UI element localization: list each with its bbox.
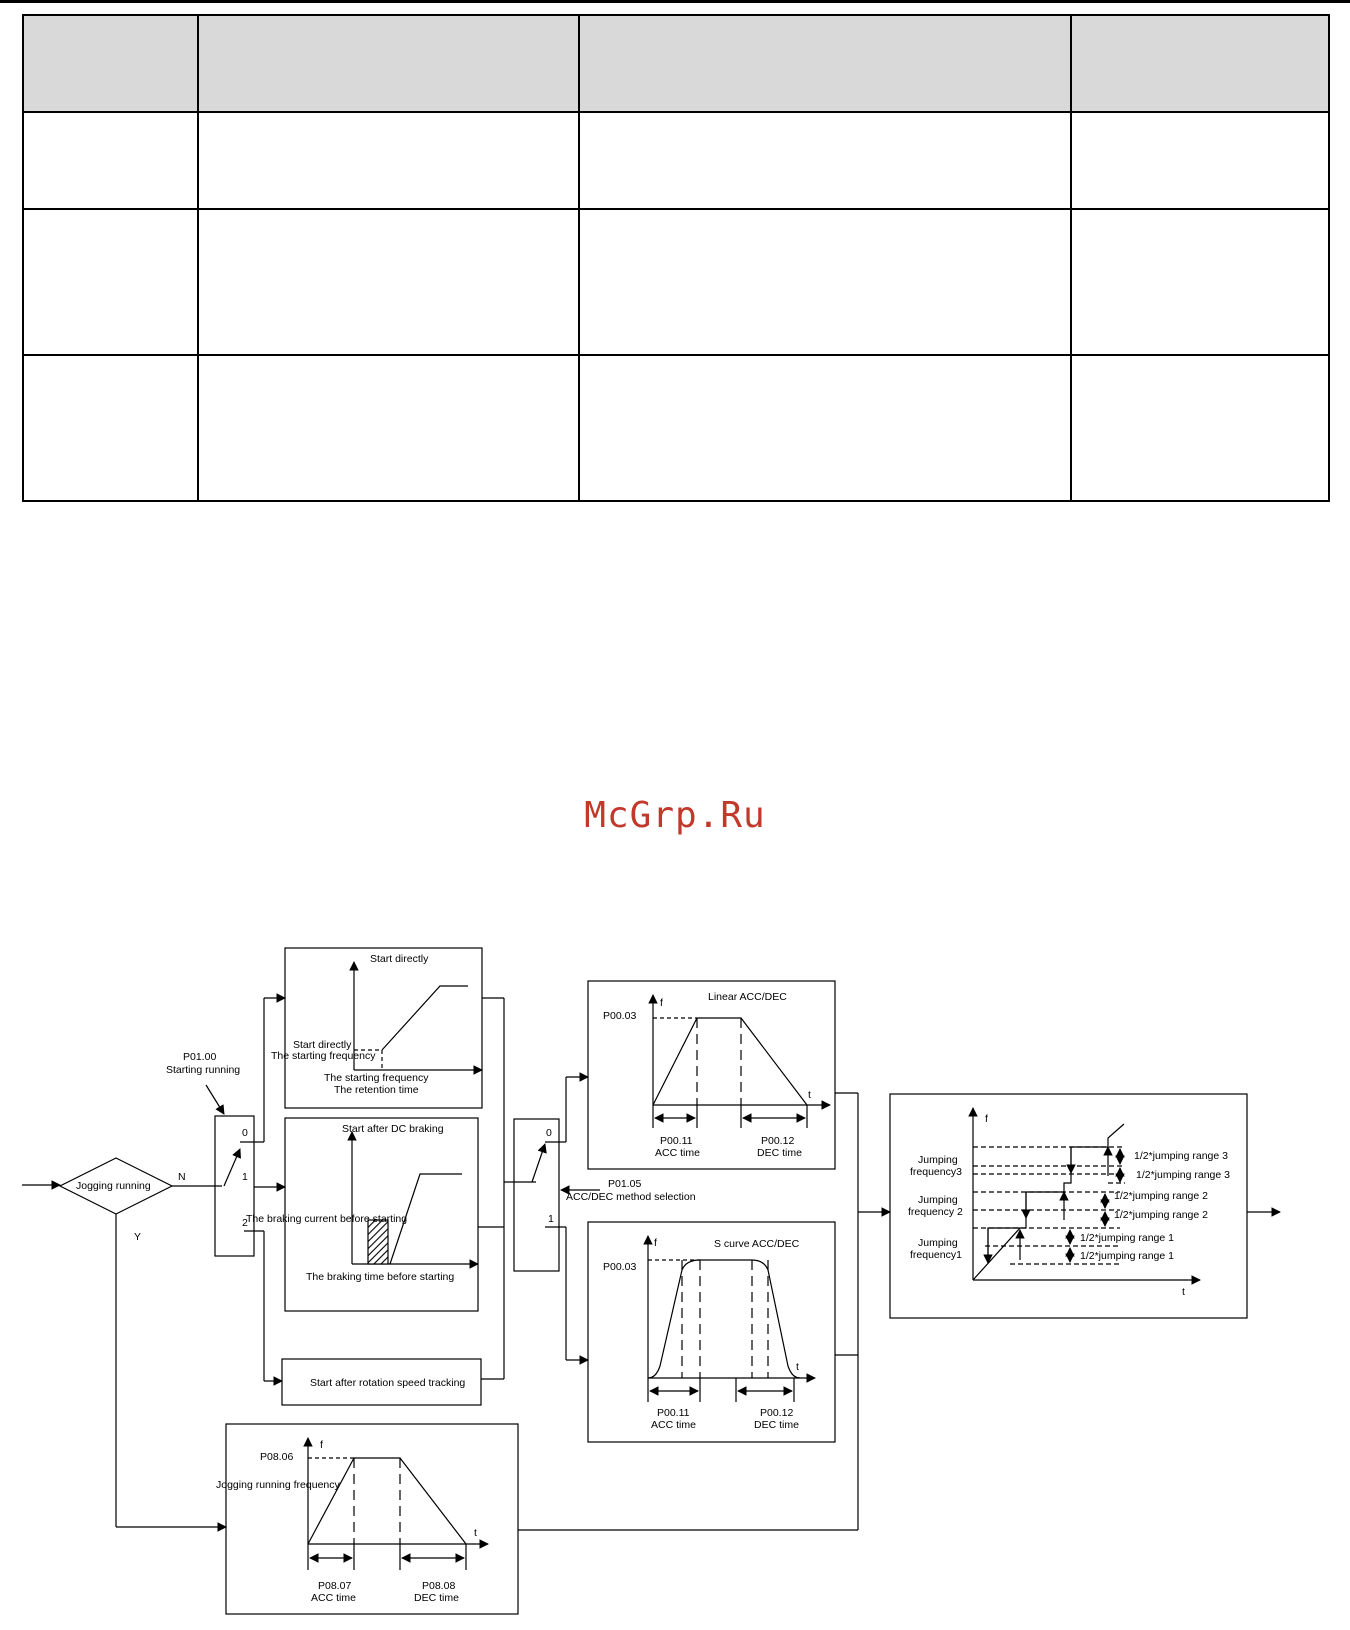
linear-dec-code: P00.12 [761,1135,794,1147]
header-cell [22,14,199,113]
running-flow-diagram: Jogging running N Y P01.00 Starting runn… [22,947,1281,1615]
parameter-table [22,14,1330,502]
start-selector-box [214,1115,255,1257]
jumping-frequency-box [889,1093,1248,1319]
start-dc-title: Start after DC braking [342,1123,444,1135]
jump-range1-lower: 1/2*jumping range 1 [1080,1250,1174,1262]
jog-acc-label: ACC time [311,1592,356,1604]
jog-frequency-label: Jogging running frequency [216,1479,341,1491]
decision-no-label: N [178,1171,186,1183]
jump-range2-lower: 1/2*jumping range 2 [1114,1209,1208,1221]
start-option-2: 2 [242,1217,248,1229]
start-option-1: 1 [242,1171,248,1183]
table-cell [197,111,580,210]
linear-acc-code: P00.11 [660,1135,693,1147]
linear-dec-label: DEC time [757,1147,802,1159]
start-option-0: 0 [242,1127,248,1139]
table-cell [578,111,1072,210]
jog-acc-code: P08.07 [318,1580,351,1592]
table-row [22,111,1330,210]
start-directly-title: Start directly [370,953,429,965]
accdec-selector-name: ACC/DEC method selection [566,1191,696,1203]
table-cell [1070,111,1330,210]
scurve-max-frequency: P00.03 [603,1261,636,1273]
table-cell [1070,208,1330,356]
accdec-option-1: 1 [548,1213,554,1225]
scurve-f-axis: f [654,1237,657,1249]
decision-label: Jogging running [76,1180,151,1192]
header-cell [197,14,580,113]
table-row [22,354,1330,502]
scurve-acc-code: P00.11 [657,1407,690,1419]
table-cell [578,208,1072,356]
jump-range3-upper: 1/2*jumping range 3 [1134,1150,1228,1162]
table-row [22,208,1330,356]
table-cell [578,354,1072,502]
jogging-box [225,1423,519,1615]
jump-f-axis: f [985,1113,988,1125]
header-cell [578,14,1072,113]
start-tracking-title: Start after rotation speed tracking [310,1377,465,1389]
start-directly-box [284,947,483,1109]
scurve-t-axis: t [796,1361,799,1373]
jump-range3-lower: 1/2*jumping range 3 [1136,1169,1230,1181]
header-cell [1070,14,1330,113]
table-cell [197,208,580,356]
top-rule [0,0,1350,3]
jog-t-axis: t [474,1527,477,1539]
accdec-selector-box [513,1118,560,1272]
start-tracking-box [281,1358,482,1406]
starting-frequency-axis-label: The starting frequency [324,1072,429,1084]
jump-freq1-line1: Jumping [918,1237,958,1249]
table-cell [22,111,199,210]
jog-f-axis: f [320,1439,323,1451]
jump-range2-upper: 1/2*jumping range 2 [1114,1190,1208,1202]
linear-title: Linear ACC/DEC [708,991,787,1003]
scurve-acc-label: ACC time [651,1419,696,1431]
table-cell [22,208,199,356]
linear-max-frequency: P00.03 [603,1010,636,1022]
scurve-dec-code: P00.12 [760,1407,793,1419]
jump-freq3-line1: Jumping [918,1154,958,1166]
scurve-dec-label: DEC time [754,1419,799,1431]
scurve-title: S curve ACC/DEC [714,1238,800,1250]
jog-max-frequency: P08.06 [260,1451,293,1463]
accdec-selector-code: P01.05 [608,1178,641,1190]
table-cell [22,354,199,502]
decision-yes-label: Y [134,1231,141,1243]
linear-t-axis: t [808,1089,811,1101]
braking-current-label: The braking current before starting [246,1213,407,1225]
start-dc-braking-box [284,1117,479,1312]
retention-time-label: The retention time [334,1084,419,1096]
table-header-row [22,14,1330,113]
starting-frequency-label: The starting frequency [271,1050,376,1062]
scurve-accdec-box [587,1221,836,1443]
jump-freq2-line2: frequency 2 [908,1206,963,1218]
linear-acc-label: ACC time [655,1147,700,1159]
jump-freq2-line1: Jumping [918,1194,958,1206]
braking-time-label: The braking time before starting [306,1271,454,1283]
start-directly-label: Start directly [293,1039,352,1051]
jump-range1-upper: 1/2*jumping range 1 [1080,1232,1174,1244]
jump-freq3-line2: frequency3 [910,1166,962,1178]
jog-dec-label: DEC time [414,1592,459,1604]
linear-accdec-box [587,980,836,1170]
start-selector-name: Starting running [166,1064,240,1076]
linear-f-axis: f [660,997,663,1009]
watermark: McGrp.Ru [584,795,766,836]
accdec-option-0: 0 [546,1127,552,1139]
braking-current-hatch [367,1219,389,1265]
table-cell [197,354,580,502]
jump-freq1-line2: frequency1 [910,1249,962,1261]
jog-dec-code: P08.08 [422,1580,455,1592]
table-cell [1070,354,1330,502]
start-selector-code: P01.00 [183,1051,216,1063]
jump-t-axis: t [1182,1286,1185,1298]
